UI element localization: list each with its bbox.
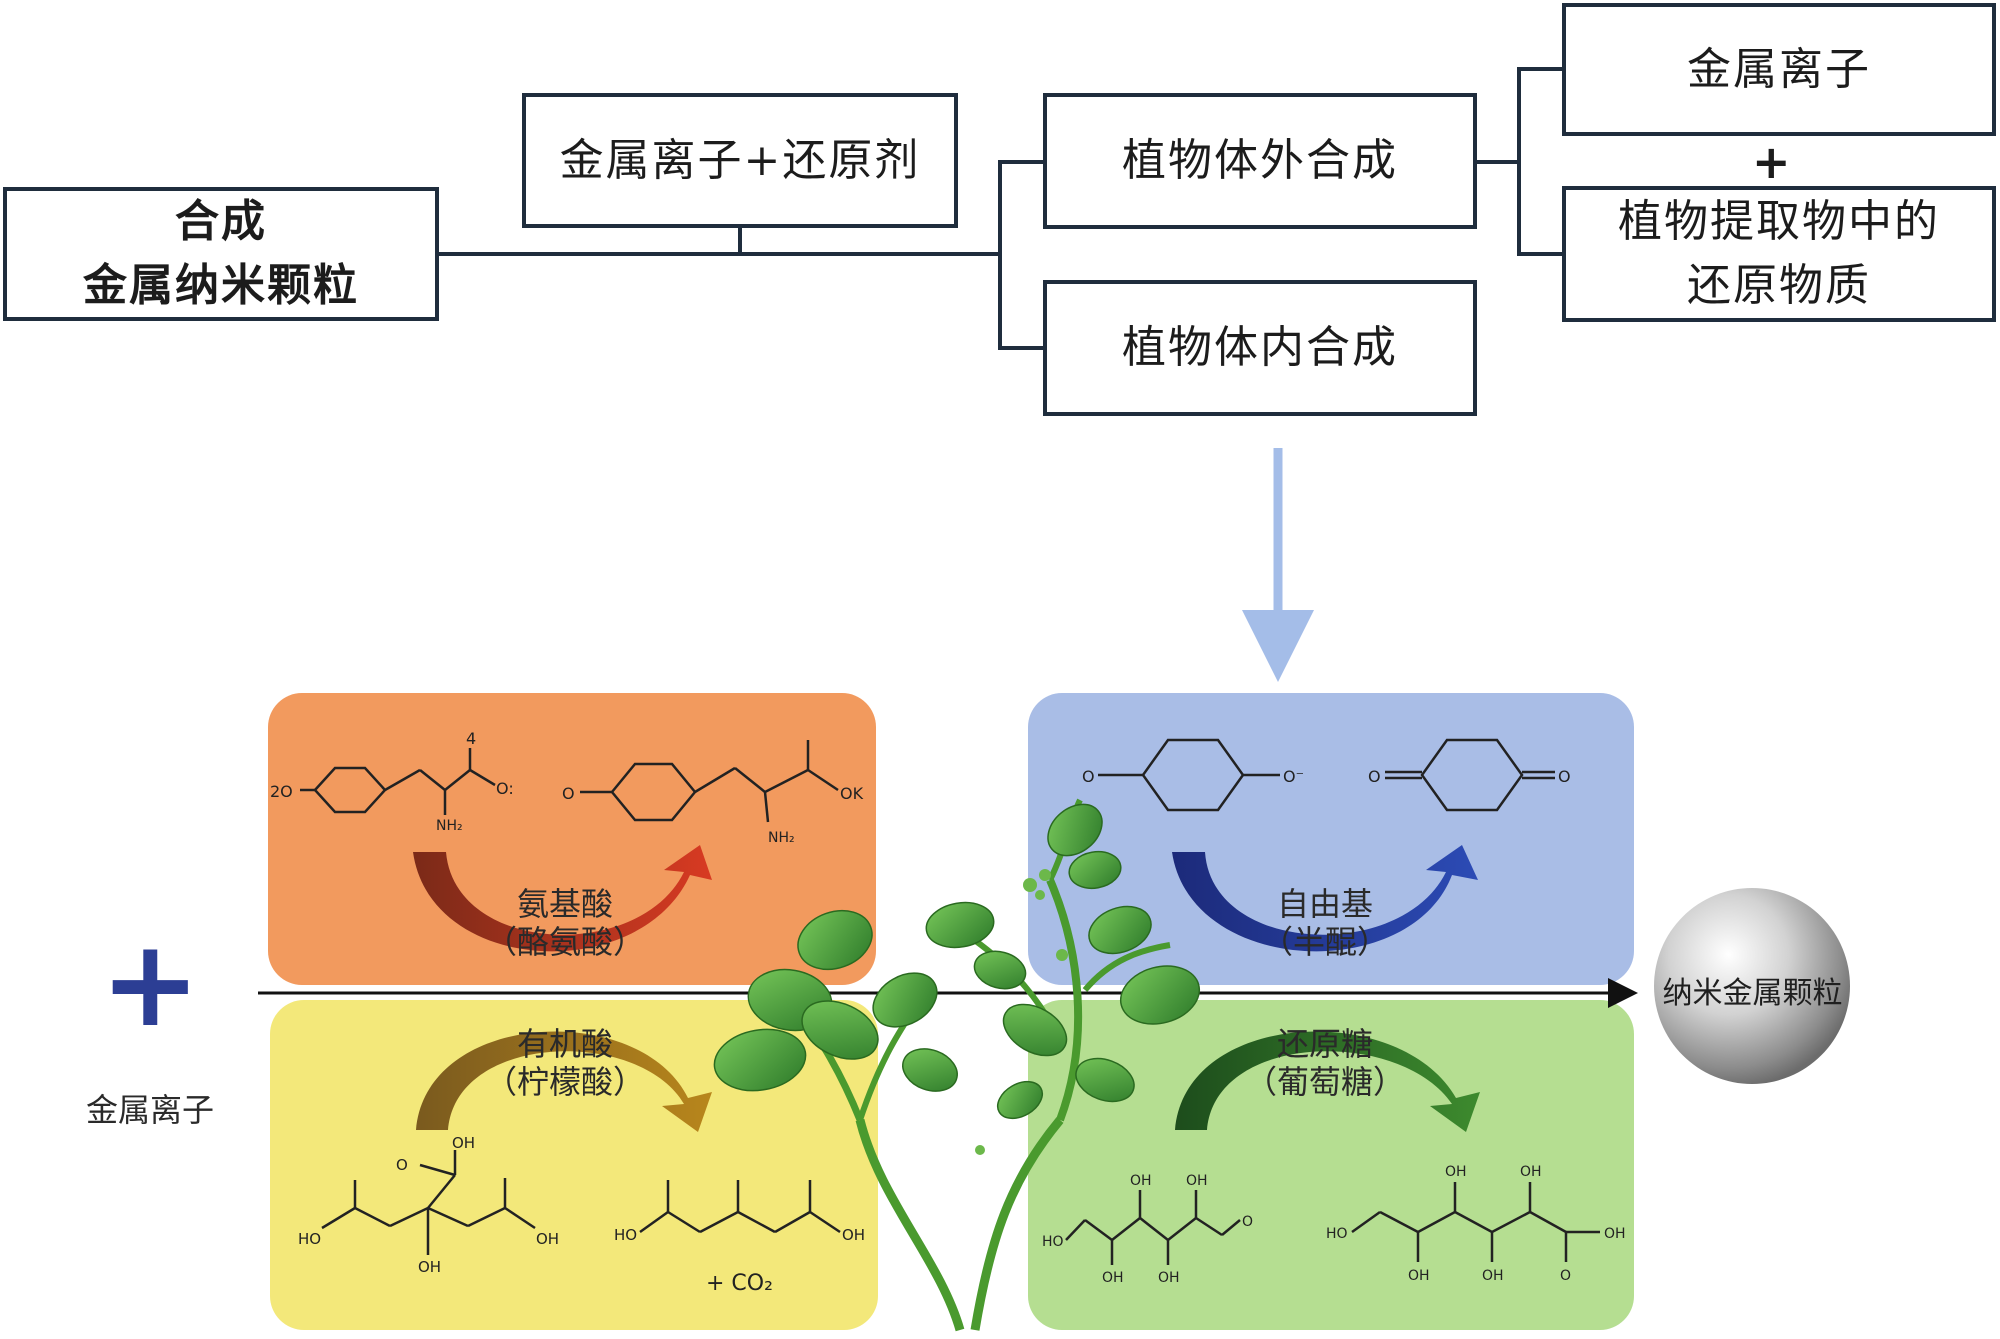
chem-label: OH xyxy=(1186,1173,1208,1189)
acetonedicarboxylic-structure xyxy=(639,1180,841,1234)
gluconic-acid-structure xyxy=(1351,1182,1600,1262)
metal-ions-label: 金属离子 xyxy=(1687,43,1871,95)
chem-label: OH xyxy=(842,1226,865,1244)
citric-acid-structure xyxy=(321,1150,536,1255)
chem-label: NH₂ xyxy=(436,818,463,834)
chem-label: O xyxy=(1368,767,1381,786)
reducing-line1: 植物提取物中的 xyxy=(1618,196,1940,248)
radical-curved-arrow xyxy=(1172,845,1478,952)
chem-label: O xyxy=(562,784,575,803)
connector xyxy=(998,160,1043,164)
top-plus-sign: + xyxy=(1752,135,1791,189)
connector xyxy=(998,160,1002,350)
chem-label: OH xyxy=(536,1230,559,1248)
chem-label: OH xyxy=(1130,1173,1152,1189)
root-line1: 合成 xyxy=(175,196,267,248)
chem-label: OH xyxy=(1482,1268,1504,1284)
tyrosine-structure-1 xyxy=(300,748,496,815)
chem-label: O xyxy=(1558,767,1571,786)
chem-label: NH₂ xyxy=(768,830,795,846)
reducing-substance-box: 植物提取物中的 还原物质 xyxy=(1562,186,1996,322)
invitro-label: 植物体外合成 xyxy=(1122,135,1398,187)
reducing-line2: 还原物质 xyxy=(1687,260,1871,311)
amino-acid-name: 氨基酸 xyxy=(516,885,613,923)
chem-label: 2O xyxy=(270,782,293,801)
reducing-sugar-example: （葡萄糖） xyxy=(1244,1063,1405,1102)
chem-label: O xyxy=(1560,1268,1571,1284)
chem-label: 4 xyxy=(466,729,476,748)
chem-label: OH xyxy=(1520,1164,1542,1180)
chem-label: O xyxy=(396,1156,408,1174)
connector xyxy=(998,346,1043,350)
root-box: 合成 金属纳米颗粒 xyxy=(3,187,439,321)
chem-label: O xyxy=(1082,767,1095,786)
connector xyxy=(1517,252,1562,256)
left-plus-sign: + xyxy=(100,915,201,1054)
amino-acid-label: 氨基酸 （酪氨酸） xyxy=(480,885,650,962)
connector xyxy=(439,252,1001,256)
free-radical-name: 自由基 xyxy=(1276,885,1373,923)
branch-metal-reductant-box: 金属离子+还原剂 xyxy=(522,93,958,228)
amino-curved-arrow xyxy=(413,845,712,952)
chem-label: OH xyxy=(1604,1226,1626,1242)
tyrosine-structure-2 xyxy=(580,740,839,823)
reducing-sugar-name: 还原糖 xyxy=(1276,1025,1373,1063)
organic-acid-example: （柠檬酸） xyxy=(484,1063,645,1102)
metal-ions-box: 金属离子 xyxy=(1562,3,1996,136)
reducing-sugar-panel xyxy=(1028,1000,1634,1330)
connector xyxy=(738,228,742,254)
connector xyxy=(1477,160,1519,164)
chem-label: OH xyxy=(1445,1164,1467,1180)
amino-acid-example: （酪氨酸） xyxy=(484,923,645,962)
invivo-label: 植物体内合成 xyxy=(1122,322,1398,374)
sugar-curved-arrow xyxy=(1175,1031,1480,1132)
chem-label: OH xyxy=(452,1134,475,1152)
free-radical-example: （半醌） xyxy=(1260,923,1389,962)
branch-metal-reductant-label: 金属离子+还原剂 xyxy=(559,134,921,186)
invivo-box: 植物体内合成 xyxy=(1043,280,1477,416)
chem-label: HO xyxy=(1042,1234,1064,1250)
quinone-structure xyxy=(1385,738,1555,812)
free-radical-label: 自由基 （半醌） xyxy=(1240,885,1410,962)
chem-label: O xyxy=(1242,1214,1253,1230)
chem-label: O⁻ xyxy=(1283,767,1304,786)
connector xyxy=(1517,67,1521,255)
chem-label: HO xyxy=(298,1230,321,1248)
connector xyxy=(1517,67,1562,71)
chem-label: OH xyxy=(1408,1268,1430,1284)
chem-label: OK xyxy=(840,784,864,803)
organic-acid-name: 有机酸 xyxy=(516,1025,613,1063)
chem-label: HO xyxy=(1326,1226,1348,1242)
plant-illustration xyxy=(713,798,1201,1332)
chem-label: OH xyxy=(418,1258,441,1276)
nanoparticle-label: 纳米金属颗粒 xyxy=(1662,976,1843,1011)
chem-label: OH xyxy=(1158,1270,1180,1286)
left-metal-ions-label: 金属离子 xyxy=(85,1091,214,1129)
co2-label: + CO₂ xyxy=(706,1271,773,1296)
chem-label: O: xyxy=(496,779,514,798)
organic-acid-label: 有机酸 （柠檬酸） xyxy=(480,1025,650,1102)
glucose-structure xyxy=(1065,1190,1241,1265)
chem-label: HO xyxy=(614,1226,637,1244)
nanoparticle-sphere xyxy=(1654,888,1850,1084)
reducing-sugar-label: 还原糖 （葡萄糖） xyxy=(1240,1025,1410,1102)
chem-label: OH xyxy=(1102,1270,1124,1286)
semiquinone-structure-1 xyxy=(1098,738,1280,812)
root-line2: 金属纳米颗粒 xyxy=(83,260,359,311)
organic-curved-arrow xyxy=(416,1031,712,1132)
invitro-box: 植物体外合成 xyxy=(1043,93,1477,229)
